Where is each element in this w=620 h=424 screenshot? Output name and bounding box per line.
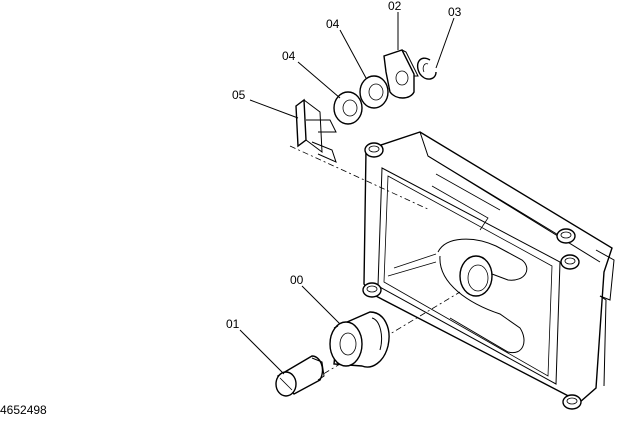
callout-04-upper: 04 (326, 17, 340, 31)
part-03-circlip (416, 57, 437, 80)
corner-bolt-top-left (364, 142, 384, 158)
callout-03: 03 (448, 5, 462, 19)
callout-02: 02 (388, 0, 402, 13)
corner-bolt-bottom-left (362, 282, 382, 298)
part-04-washer-upper (359, 75, 389, 109)
callout-00: 00 (290, 273, 304, 287)
callout-04-lower: 04 (282, 49, 296, 63)
part-01-pin (275, 355, 325, 397)
part-04-washer-lower (333, 91, 363, 125)
part-05-spring-clip (295, 98, 337, 163)
callout-05: 05 (232, 88, 246, 102)
part-00-bushing (329, 311, 390, 368)
callout-01: 01 (226, 317, 240, 331)
corner-bolt-top-right (556, 228, 576, 244)
housing-plate (362, 131, 615, 410)
document-number: 4652498 (0, 403, 47, 417)
leader-lines (239, 12, 455, 375)
corner-bolt-mid-right (560, 254, 580, 270)
corner-bolt-bottom-right (562, 394, 582, 410)
part-02-lock-tab (383, 49, 419, 99)
